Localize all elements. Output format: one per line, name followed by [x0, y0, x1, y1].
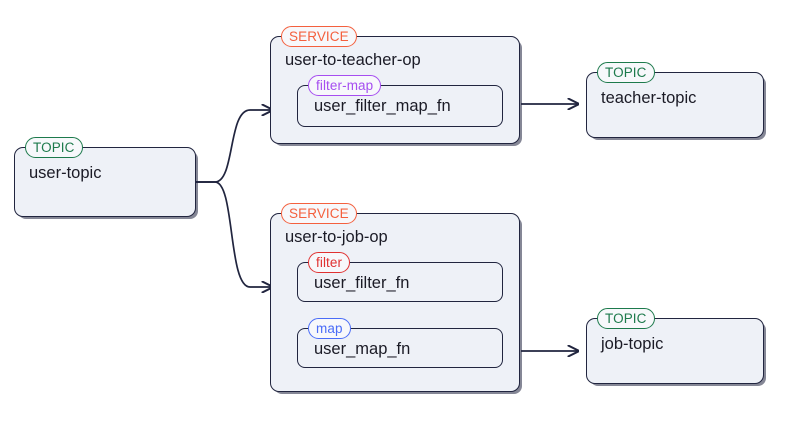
filter-badge: filter: [308, 252, 351, 273]
node-title: job-topic: [601, 335, 664, 353]
operator-title: user_filter_map_fn: [314, 97, 451, 115]
topic-badge: TOPIC: [25, 137, 83, 158]
node-user-topic[interactable]: TOPIC user-topic: [14, 137, 196, 217]
edge-user-topic-to-job-op: [196, 181, 272, 287]
node-title: user-to-job-op: [285, 228, 388, 246]
node-title: user-topic: [29, 164, 102, 182]
topic-badge: TOPIC: [597, 62, 655, 83]
node-user-map-fn[interactable]: map user_map_fn: [297, 318, 503, 368]
topic-badge: TOPIC: [597, 308, 655, 329]
filter-map-badge: filter-map: [308, 75, 382, 96]
node-user-filter-fn[interactable]: filter user_filter_fn: [297, 252, 503, 302]
node-title: teacher-topic: [601, 89, 697, 107]
service-badge: SERVICE: [281, 203, 357, 224]
node-user-filter-map-fn[interactable]: filter-map user_filter_map_fn: [297, 75, 503, 127]
node-teacher-topic[interactable]: TOPIC teacher-topic: [586, 62, 764, 138]
node-user-to-job-op[interactable]: SERVICE user-to-job-op filter user_filte…: [270, 203, 520, 392]
operator-title: user_map_fn: [314, 340, 411, 358]
node-user-to-teacher-op[interactable]: SERVICE user-to-teacher-op filter-map us…: [270, 26, 520, 144]
node-title: user-to-teacher-op: [285, 51, 421, 69]
service-badge: SERVICE: [281, 26, 357, 47]
map-badge: map: [308, 318, 351, 339]
operator-title: user_filter_fn: [314, 274, 410, 292]
node-job-topic[interactable]: TOPIC job-topic: [586, 308, 764, 384]
edge-user-topic-to-teacher-op: [196, 110, 272, 183]
